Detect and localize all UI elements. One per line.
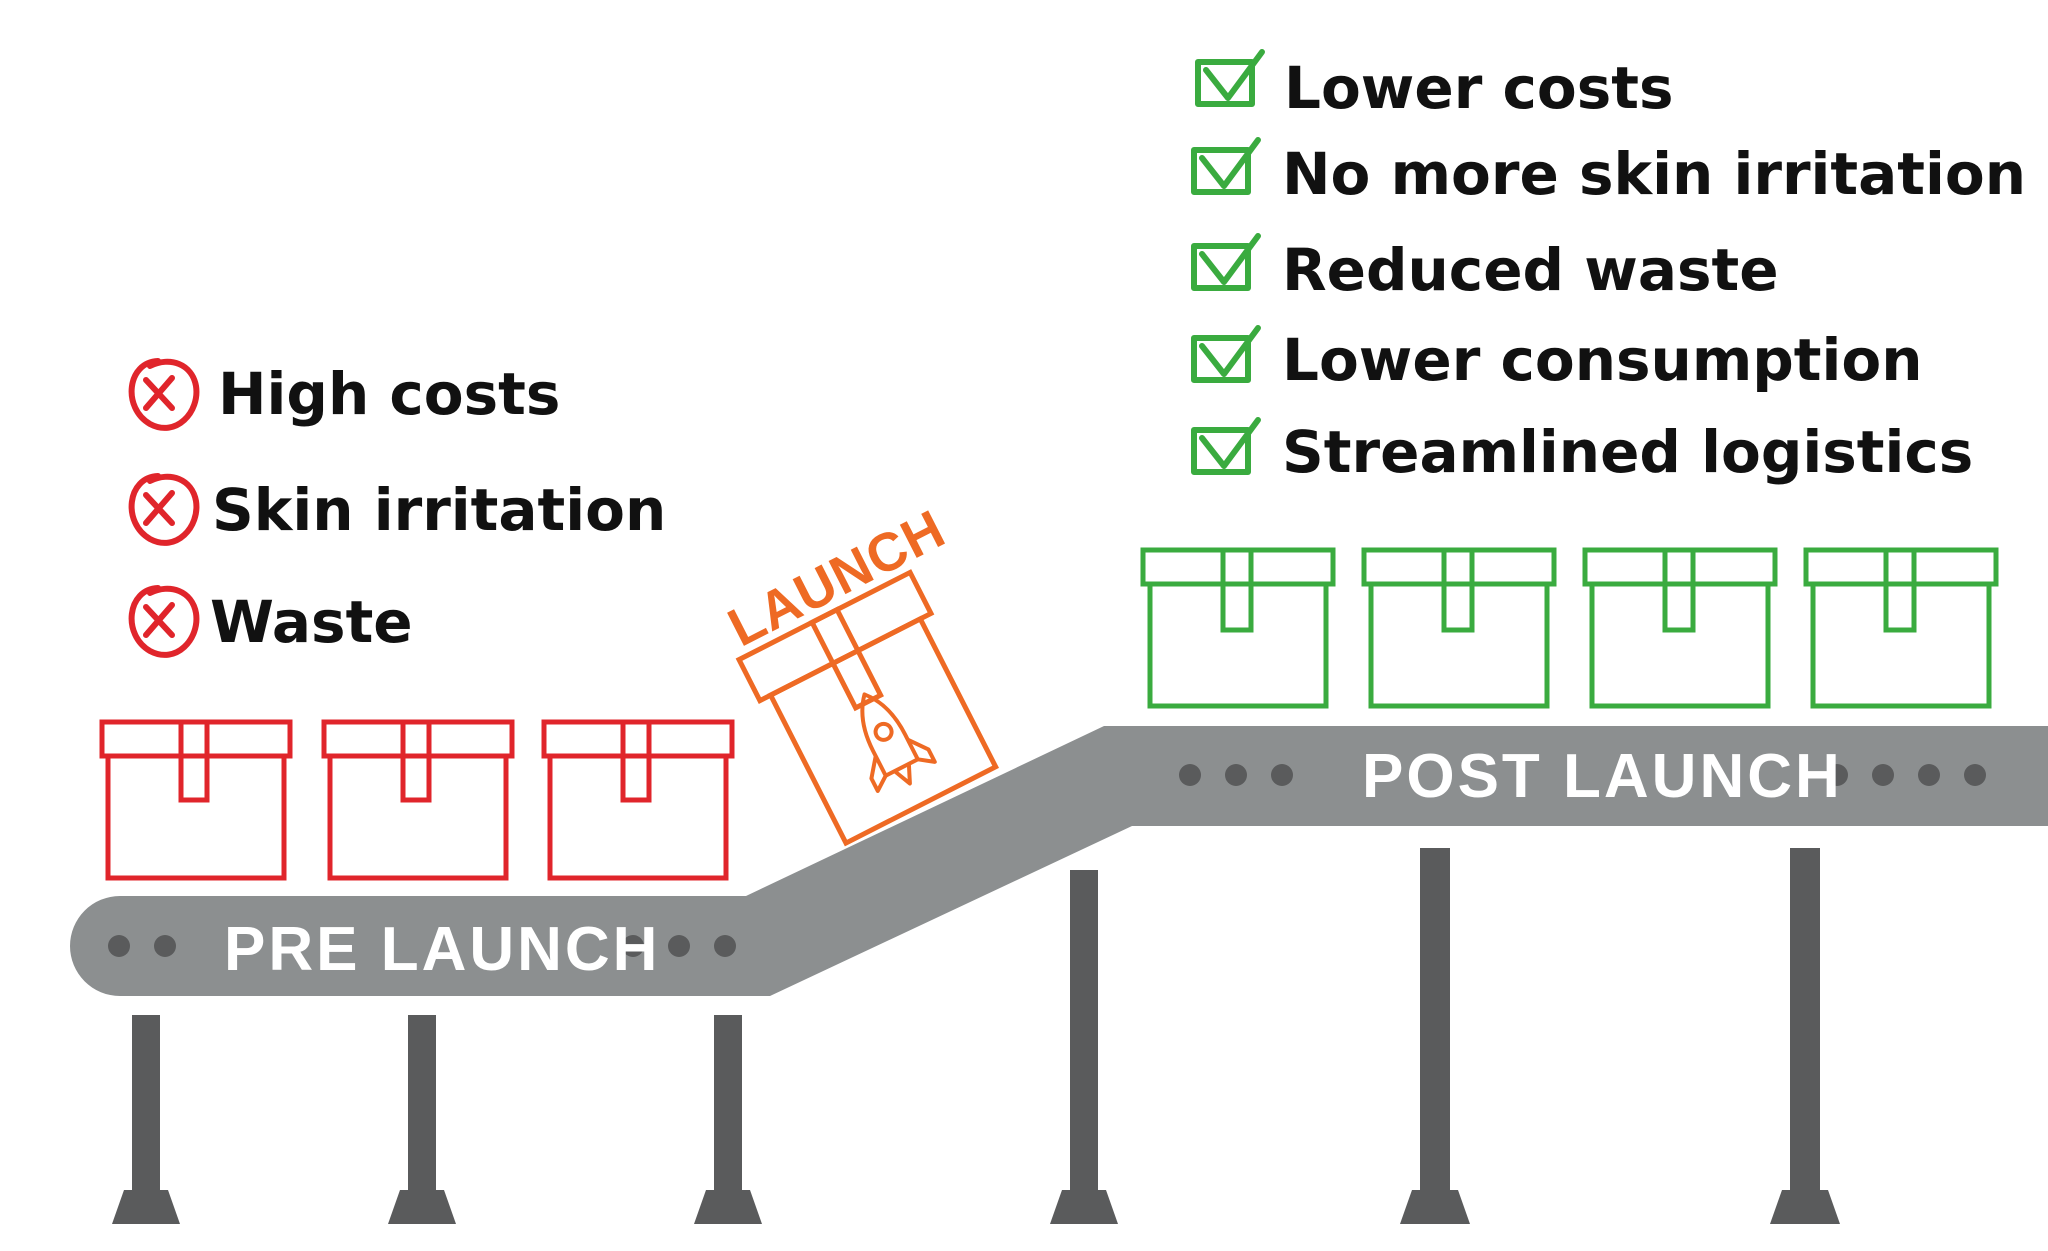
benefit-text: Lower costs bbox=[1284, 54, 1674, 122]
problems-list: High costs Skin irritation Waste bbox=[128, 358, 666, 658]
pre-launch-boxes bbox=[99, 719, 735, 881]
box-green-icon bbox=[1803, 547, 1999, 709]
rocket-icon bbox=[860, 692, 937, 793]
x-circle-icon bbox=[128, 585, 200, 658]
problem-item: Waste bbox=[128, 585, 413, 658]
leg bbox=[112, 1015, 180, 1224]
benefit-text: Lower consumption bbox=[1282, 326, 1923, 394]
check-box-icon bbox=[1195, 49, 1265, 107]
conveyor-belt bbox=[70, 726, 2048, 996]
benefit-item: Lower consumption bbox=[1191, 325, 1923, 394]
check-box-icon bbox=[1191, 233, 1261, 291]
problem-item: Skin irritation bbox=[128, 473, 666, 546]
benefit-item: Streamlined logistics bbox=[1191, 417, 1973, 486]
box-green-icon bbox=[1140, 547, 1336, 709]
box-red-icon bbox=[541, 719, 735, 881]
pre-launch-label: PRE LAUNCH bbox=[224, 915, 660, 984]
problem-text: Skin irritation bbox=[212, 476, 666, 544]
leg bbox=[388, 1015, 456, 1224]
box-green-icon bbox=[1361, 547, 1557, 709]
x-circle-icon bbox=[128, 473, 200, 546]
problem-text: Waste bbox=[210, 588, 413, 656]
leg bbox=[1050, 870, 1118, 1224]
launch-label: LAUNCH bbox=[719, 499, 955, 659]
box-red-icon bbox=[321, 719, 515, 881]
leg bbox=[1770, 848, 1840, 1224]
post-launch-label: POST LAUNCH bbox=[1362, 742, 1843, 811]
check-box-icon bbox=[1191, 137, 1261, 195]
benefits-list: Lower costs No more skin irritation Redu… bbox=[1191, 49, 2026, 486]
x-circle-icon bbox=[128, 358, 200, 431]
check-box-icon bbox=[1191, 325, 1261, 383]
problem-text: High costs bbox=[218, 360, 560, 428]
post-launch-boxes bbox=[1140, 547, 1999, 709]
belt-dots bbox=[108, 764, 1986, 957]
benefit-text: Streamlined logistics bbox=[1282, 418, 1973, 486]
benefit-text: No more skin irritation bbox=[1282, 140, 2026, 208]
leg bbox=[694, 1015, 762, 1224]
problem-item: High costs bbox=[128, 358, 560, 431]
benefit-item: No more skin irritation bbox=[1191, 137, 2026, 208]
box-green-icon bbox=[1582, 547, 1778, 709]
benefit-item: Lower costs bbox=[1195, 49, 1674, 122]
box-red-icon bbox=[99, 719, 293, 881]
leg bbox=[1400, 848, 1470, 1224]
benefit-item: Reduced waste bbox=[1191, 233, 1779, 304]
conveyor-legs bbox=[112, 848, 1840, 1224]
benefit-text: Reduced waste bbox=[1282, 236, 1779, 304]
check-box-icon bbox=[1191, 417, 1261, 475]
